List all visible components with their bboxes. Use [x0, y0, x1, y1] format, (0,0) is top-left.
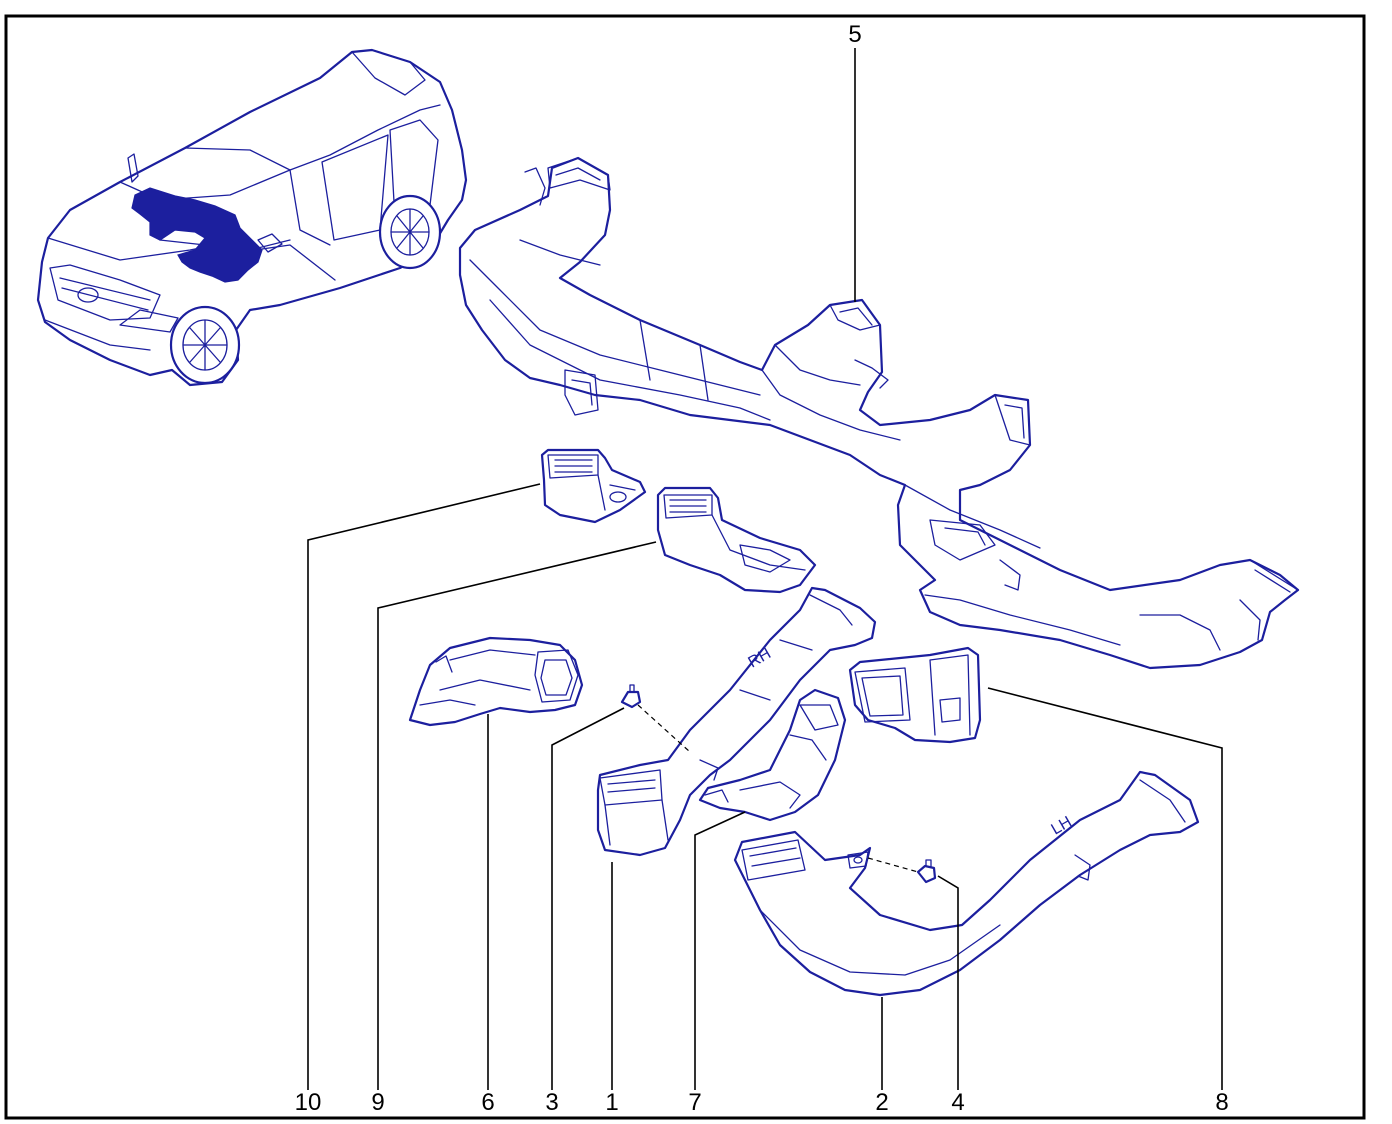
part-9-vent-adapter — [656, 486, 817, 594]
assembly-line-4 — [867, 857, 919, 873]
vehicle-illustration — [36, 48, 468, 387]
part-5-main-duct — [458, 156, 1300, 670]
callout-4: 4 — [951, 1089, 964, 1116]
callout-7: 7 — [688, 1089, 701, 1116]
diagram-frame — [4, 14, 1366, 1120]
callout-9: 9 — [371, 1089, 384, 1116]
callout-1: 1 — [605, 1089, 618, 1116]
callout-3: 3 — [545, 1089, 558, 1116]
callout-10: 10 — [295, 1089, 322, 1116]
part-8-vent-box — [848, 646, 982, 744]
part-6-duct-elbow — [408, 636, 584, 727]
callout-6: 6 — [481, 1089, 494, 1116]
assembly-line-3 — [637, 704, 691, 753]
part-7-duct-connector — [698, 688, 847, 822]
callout-5: 5 — [848, 21, 861, 48]
callout-8: 8 — [1215, 1089, 1228, 1116]
part-2-floor-duct-lh: LH — [733, 770, 1200, 997]
part-3-clip — [620, 684, 642, 709]
callout-labels: 5 10 9 6 3 1 7 2 4 8 — [295, 21, 1229, 1116]
leader-lines — [307, 48, 1223, 1090]
part-10-vent-adapter — [540, 448, 647, 524]
callout-2: 2 — [875, 1089, 888, 1116]
part-1-floor-duct-rh: RH — [596, 586, 877, 857]
part-4-clip — [916, 859, 937, 884]
highlighted-duct-icon — [131, 187, 263, 283]
